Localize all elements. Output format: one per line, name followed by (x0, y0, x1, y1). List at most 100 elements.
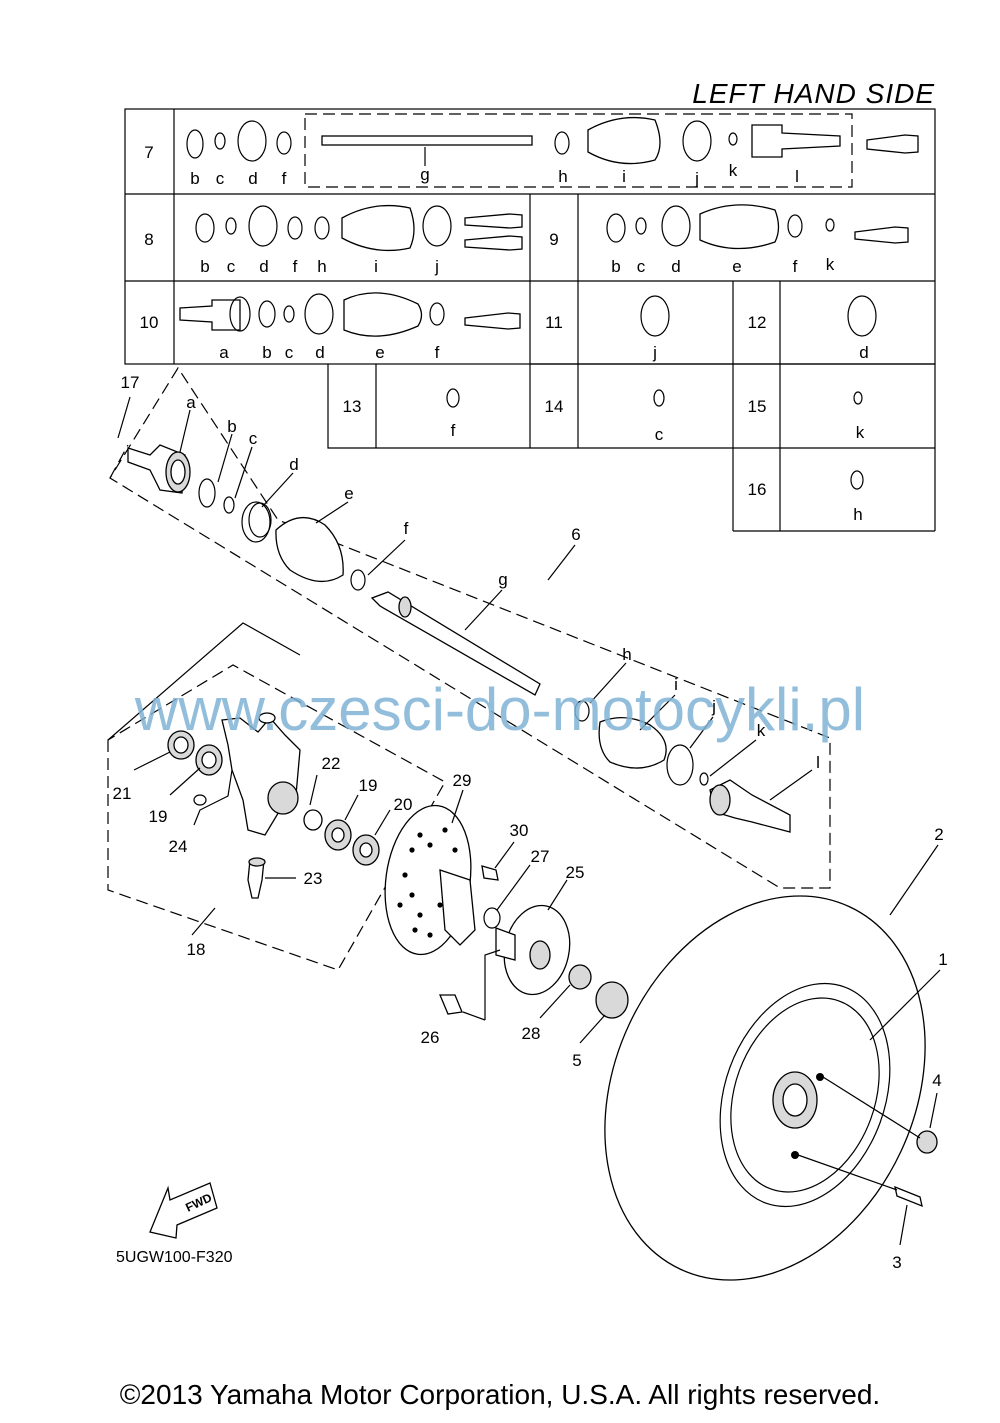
callout-27: 27 (531, 847, 550, 866)
callout-f: f (404, 519, 409, 538)
callout-19-left: 19 (149, 807, 168, 826)
watermark: www.czesci-do-motocykli.pl (134, 676, 865, 743)
row9-letter-b: b (611, 257, 620, 276)
row7-parts (186, 116, 919, 165)
kit-number-14: 14 (545, 397, 564, 416)
row13-letter-f: f (451, 421, 456, 440)
row7-letter-k: k (729, 161, 738, 180)
kit-number-7: 7 (144, 143, 153, 162)
callout-24: 24 (169, 837, 188, 856)
row7-letter-g: g (420, 165, 429, 184)
row16-letter-h: h (853, 505, 862, 524)
callout-e: e (344, 484, 353, 503)
row9-parts (606, 204, 909, 250)
callout-2: 2 (934, 825, 943, 844)
row8-letter-j: j (434, 257, 439, 276)
row10-parts (179, 292, 521, 337)
diagram-code: 5UGW100-F320 (116, 1249, 233, 1266)
row10-letter-d: d (315, 343, 324, 362)
callout-22: 22 (322, 754, 341, 773)
callout-a: a (186, 393, 196, 412)
row7-letter-f: f (282, 169, 287, 188)
disc-bolt (481, 865, 499, 881)
callout-28: 28 (522, 1024, 541, 1043)
hub-nut (568, 964, 592, 990)
row9-letter-c: c (637, 257, 646, 276)
kit-number-11: 11 (545, 313, 563, 332)
row8-letter-b: b (200, 257, 209, 276)
callout-d: d (289, 455, 298, 474)
knuckle-assembly (107, 622, 446, 971)
row11-letter-j: j (652, 343, 657, 362)
callout-k: k (757, 721, 766, 740)
callout-3: 3 (892, 1253, 901, 1272)
row14-circlip (653, 389, 665, 407)
callout-labels: 17 a b c d e f 6 g h i j k l 21 19 24 22… (113, 373, 948, 1272)
kit-number-16: 16 (748, 480, 767, 499)
row10-letter-b: b (262, 343, 271, 362)
row7-letter-b: b (190, 169, 199, 188)
callout-23: 23 (304, 869, 323, 888)
copyright-notice: ©2013 Yamaha Motor Corporation, U.S.A. A… (120, 1379, 880, 1410)
callout-5: 5 (572, 1051, 581, 1070)
row9-letter-f: f (793, 257, 798, 276)
row11-clamp (640, 295, 670, 337)
drive-shaft-assembly (109, 366, 831, 889)
callout-c: c (249, 429, 258, 448)
row10-letter-a: a (219, 343, 229, 362)
callout-i: i (674, 675, 678, 694)
row15-letter-k: k (856, 423, 865, 442)
callout-19-right: 19 (359, 776, 378, 795)
row7-letter-c: c (216, 169, 225, 188)
kit-number-10: 10 (140, 313, 159, 332)
kit-number-8: 8 (144, 230, 153, 249)
callout-21: 21 (113, 784, 132, 803)
row8-letter-d: d (259, 257, 268, 276)
fwd-arrow: FWD (149, 1182, 218, 1239)
callout-6: 6 (571, 525, 580, 544)
row9-letter-e: e (732, 257, 741, 276)
kit-table: 7 b c d f g h i j k l 8 (124, 108, 936, 532)
callout-1: 1 (938, 950, 947, 969)
callout-30: 30 (510, 821, 529, 840)
row7-letter-i: i (622, 167, 626, 186)
row7-letter-h: h (558, 167, 567, 186)
callout-j: j (711, 697, 716, 716)
wheel-hub (495, 904, 571, 996)
row13-clamp (446, 388, 460, 408)
callout-l: l (816, 753, 820, 772)
row10-letter-c: c (285, 343, 294, 362)
cap-nut (595, 981, 629, 1019)
callout-17: 17 (121, 373, 140, 392)
row7-letter-l: l (795, 167, 799, 186)
callout-h: h (622, 645, 631, 664)
kit-number-12: 12 (748, 313, 767, 332)
callout-4: 4 (932, 1071, 941, 1090)
diagram-title: LEFT HAND SIDE (692, 78, 935, 109)
o-ring (483, 907, 501, 929)
row8-letter-h: h (317, 257, 326, 276)
row8-letter-i: i (374, 257, 378, 276)
kit-number-13: 13 (343, 397, 362, 416)
row10-letter-e: e (375, 343, 384, 362)
row7-letter-d: d (248, 169, 257, 188)
callout-18: 18 (187, 940, 206, 959)
row8-letter-c: c (227, 257, 236, 276)
wheel-and-tire (604, 895, 938, 1281)
row14-letter-c: c (655, 425, 664, 444)
row9-letter-k: k (826, 255, 835, 274)
row9-letter-d: d (671, 257, 680, 276)
row12-letter-d: d (859, 343, 868, 362)
kit-number-9: 9 (549, 230, 558, 249)
callout-29: 29 (453, 771, 472, 790)
row12-clamp (847, 295, 877, 337)
hub-stud (439, 994, 463, 1015)
callout-25: 25 (566, 863, 585, 882)
leader-lines (117, 396, 941, 1246)
callout-b: b (227, 417, 236, 436)
callout-20: 20 (394, 795, 413, 814)
row10-letter-f: f (435, 343, 440, 362)
row16-clamp (850, 470, 864, 490)
row8-parts (195, 204, 523, 252)
